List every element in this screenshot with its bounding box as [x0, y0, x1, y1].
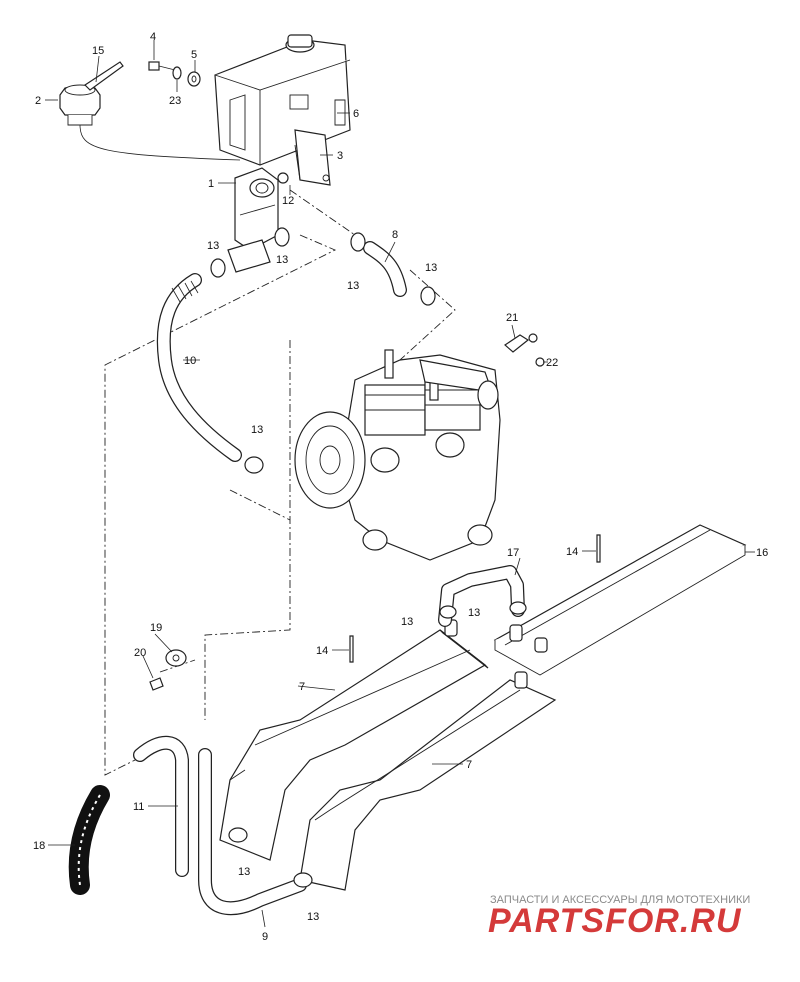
- clamp: [420, 286, 436, 306]
- callout-15: 15: [92, 45, 104, 57]
- callout-2: 2: [35, 95, 41, 107]
- clamp: [274, 227, 290, 247]
- callout-13-h: 13: [238, 866, 250, 878]
- nut-22: [535, 357, 545, 367]
- hose-11: [133, 735, 189, 877]
- callout-13-e: 13: [251, 424, 263, 436]
- callout-5: 5: [191, 49, 197, 61]
- watermark-tagline: ЗАПЧАСТИ И АКСЕССУАРЫ ДЛЯ МОТОТЕХНИКИ: [490, 894, 750, 906]
- screw-20: [149, 677, 164, 691]
- overflow-tube: [79, 61, 241, 161]
- clamp: [509, 601, 527, 615]
- callout-22: 22: [546, 357, 558, 369]
- callout-13-g: 13: [468, 607, 480, 619]
- heat-exchanger: [493, 524, 747, 676]
- callout-6: 6: [353, 108, 359, 120]
- temperature-sensor: [504, 333, 538, 353]
- callout-11: 11: [133, 801, 144, 813]
- callout-13-a: 13: [207, 240, 219, 252]
- radiator-lower: [299, 671, 557, 891]
- bolt-4: [148, 61, 176, 71]
- washer-23: [172, 66, 182, 80]
- watermark-brand: PARTSFOR.RU: [488, 902, 742, 940]
- callout-18: 18: [33, 840, 45, 852]
- protective-sleeve: [68, 785, 110, 895]
- leader-lines: [45, 40, 755, 928]
- clamp: [293, 872, 313, 888]
- hose-10: [156, 273, 242, 462]
- coolant-reservoir-tank: [214, 34, 351, 166]
- callout-4: 4: [150, 31, 156, 43]
- clamp: [350, 232, 366, 252]
- callout-21: 21: [506, 312, 518, 324]
- callout-9: 9: [262, 931, 268, 943]
- callout-7-b: 7: [466, 759, 472, 771]
- callout-14-a: 14: [566, 546, 578, 558]
- clamp: [439, 605, 457, 619]
- callout-13-d: 13: [425, 262, 437, 274]
- hose-9: [198, 748, 307, 916]
- callout-8: 8: [392, 229, 398, 241]
- bolt-14-upper: [596, 534, 601, 563]
- clamp: [244, 456, 264, 474]
- hose-17: [438, 565, 525, 627]
- callout-7-a: 7: [299, 681, 305, 693]
- bolt-14-lower: [349, 635, 354, 663]
- callout-20: 20: [134, 647, 146, 659]
- thermostat-housing: [227, 167, 289, 273]
- callout-17: 17: [507, 547, 519, 559]
- hose-clamps: [210, 227, 527, 888]
- callout-19: 19: [150, 622, 162, 634]
- callout-1: 1: [208, 178, 214, 190]
- clamp: [228, 827, 248, 843]
- callout-13-f: 13: [401, 616, 413, 628]
- callout-3: 3: [337, 150, 343, 162]
- callout-13-i: 13: [307, 911, 319, 923]
- fitting-19: [165, 649, 187, 667]
- callout-13-b: 13: [276, 254, 288, 266]
- callout-16: 16: [756, 547, 768, 559]
- callouts: 15 2 4 5 23 6 3 1 12 13 13 8 13 13 21 22…: [33, 31, 768, 943]
- engine: [294, 349, 501, 561]
- pressure-cap: [59, 84, 101, 126]
- tank-bracket: [294, 129, 331, 186]
- callout-23: 23: [169, 95, 181, 107]
- washer-5: [187, 71, 201, 87]
- clamp: [210, 258, 226, 278]
- radiator-upper: [219, 619, 489, 861]
- callout-13-c: 13: [347, 280, 359, 292]
- callout-14-b: 14: [316, 645, 328, 657]
- hose-8: [363, 241, 407, 297]
- watermark: ЗАПЧАСТИ И АКСЕССУАРЫ ДЛЯ МОТОТЕХНИКИ PA…: [488, 894, 750, 940]
- callout-12: 12: [282, 195, 294, 207]
- callout-10: 10: [184, 355, 196, 367]
